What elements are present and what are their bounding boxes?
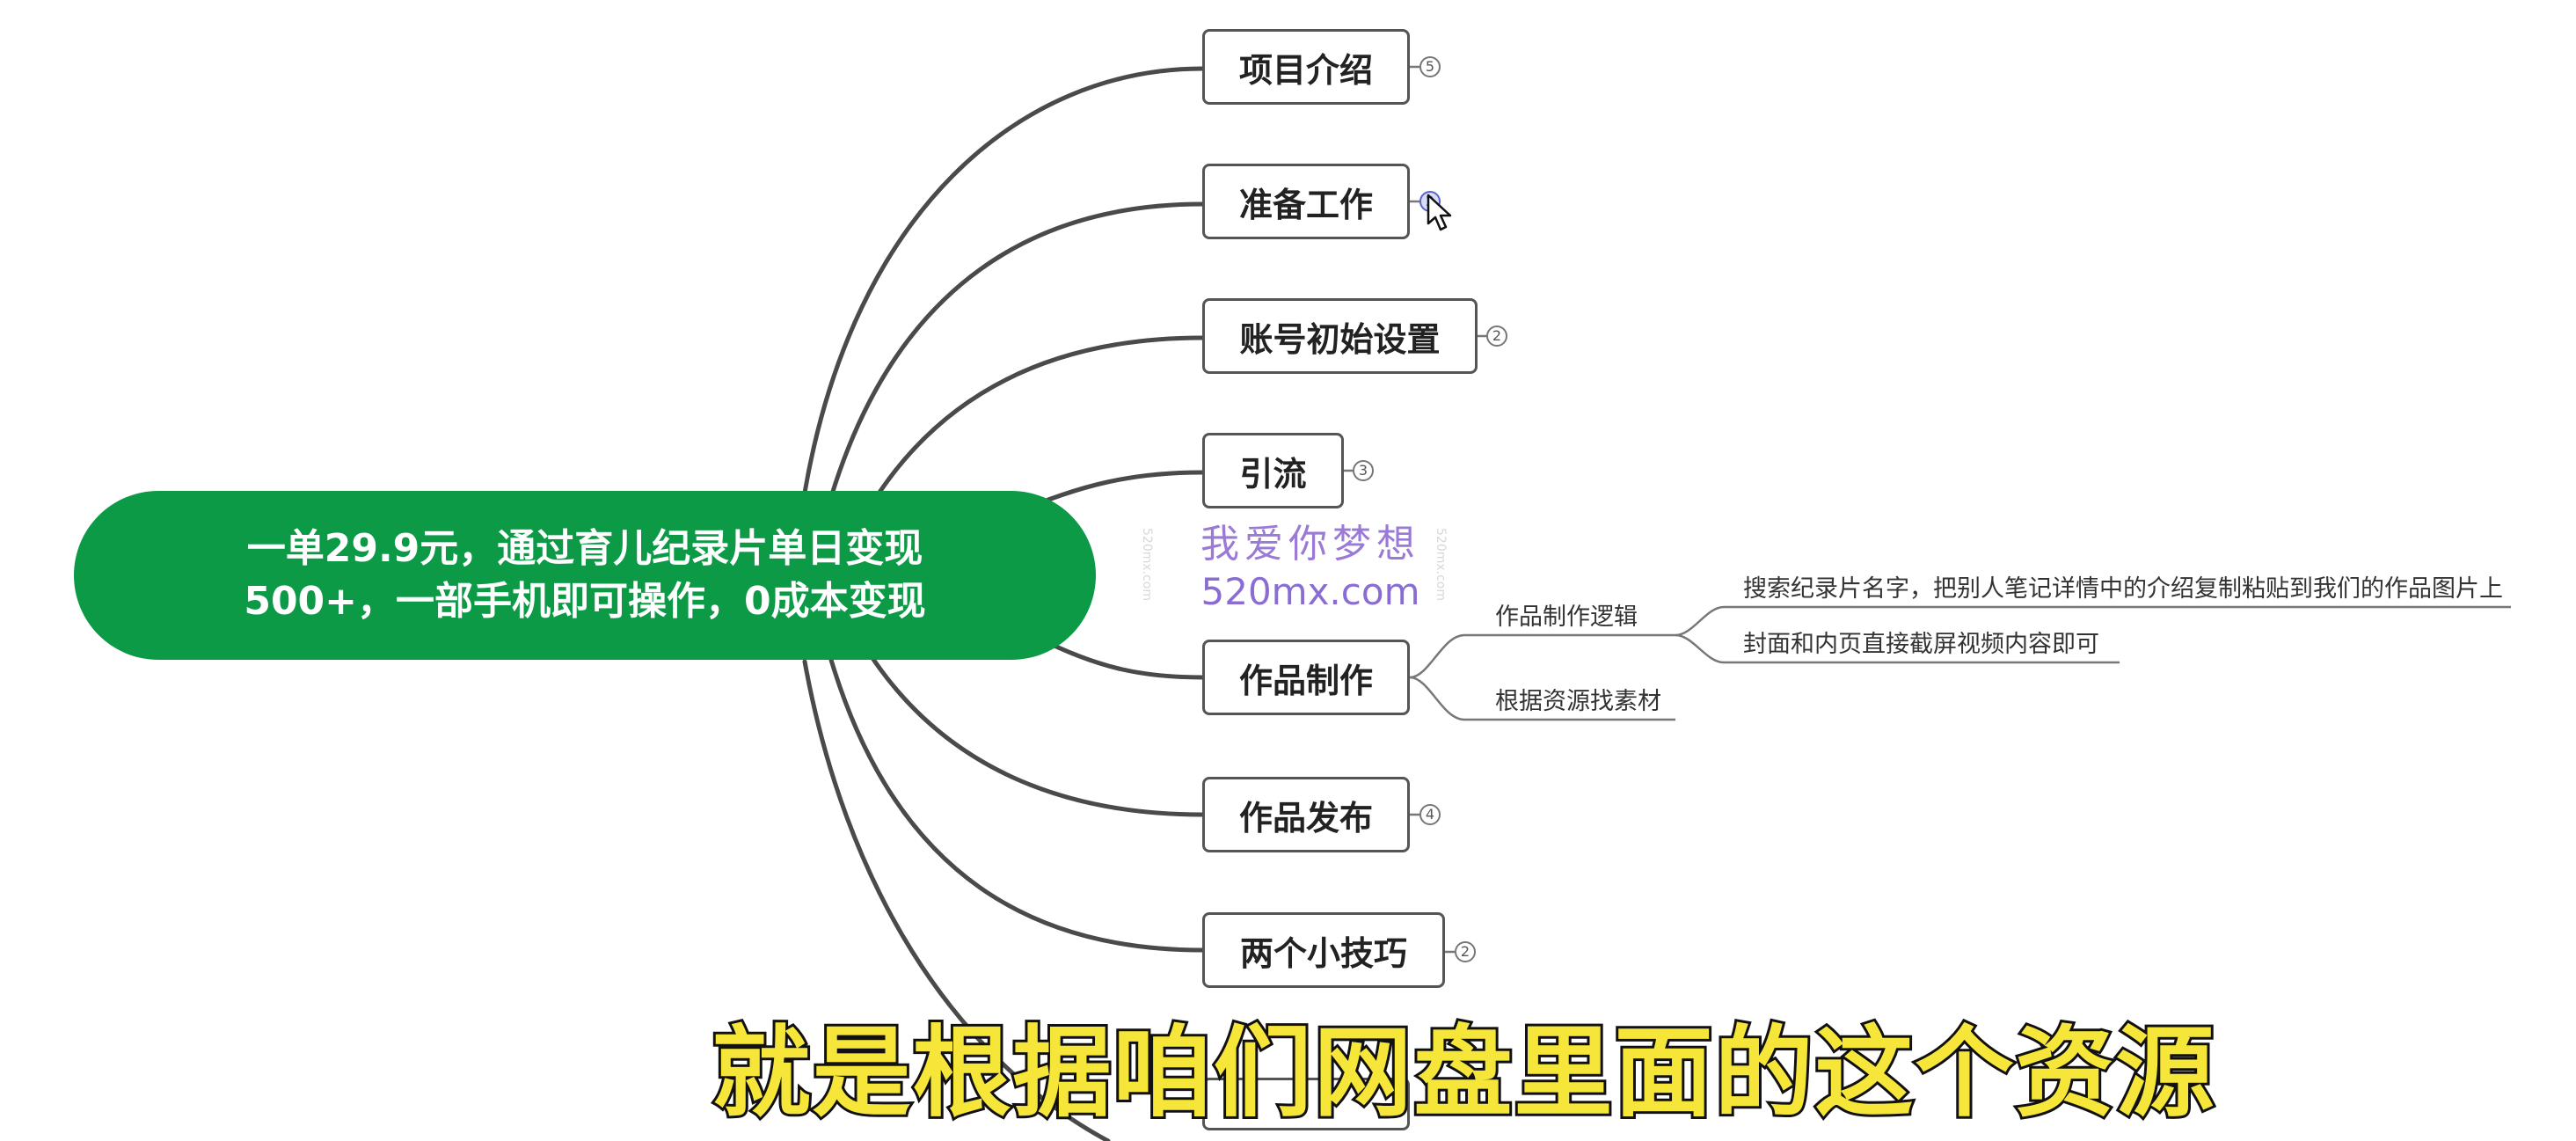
branch-node-content-publishing[interactable]: 作品发布 [1202, 777, 1410, 852]
branch-node-account-setup[interactable]: 账号初始设置 [1202, 298, 1478, 374]
branch-label: 账号初始设置 [1239, 319, 1441, 359]
subtopic-production-logic[interactable]: 作品制作逻辑 [1495, 603, 1638, 631]
watermark-chinese-text: 我爱你梦想 [1200, 522, 1420, 567]
subtitle-text: 就是根据咱们网盘里面的这个资源 [710, 1013, 2217, 1133]
branch-node-traffic[interactable]: 引流 [1202, 433, 1344, 508]
mouse-pointer-icon [1427, 194, 1452, 231]
connector-branch-7 [828, 657, 1205, 953]
branch-label: 作品制作 [1238, 661, 1373, 700]
branch-node-project-intro[interactable]: 项目介绍 [1202, 29, 1410, 105]
subtopic-find-material[interactable]: 根据资源找素材 [1495, 688, 1661, 715]
central-topic-line-2: 500+，一部手机即可操作，0成本变现 [244, 579, 926, 624]
subtopic-detail-search-copy[interactable]: 搜索纪录片名字，把别人笔记详情中的介绍复制粘贴到我们的作品图片上 [1743, 575, 2503, 603]
collapse-count-badge[interactable]: 3 [1353, 460, 1374, 481]
watermark-faint-side-text: 520mx.com [1140, 528, 1154, 601]
connector-detail-2 [1675, 633, 2120, 664]
connector-branch-8 [802, 659, 1111, 1141]
connector-branch-3 [868, 335, 1205, 508]
watermark-domain-text: 520mx.com [1200, 570, 1420, 613]
collapse-count-badge[interactable]: 2 [1486, 325, 1507, 347]
video-subtitle-caption: 就是根据咱们网盘里面的这个资源 [0, 1003, 2576, 1133]
branch-label: 项目介绍 [1238, 50, 1373, 90]
watermark: 我爱你梦想 520mx.com [1179, 521, 1442, 616]
collapse-count-badge[interactable]: 5 [1419, 56, 1441, 77]
central-topic[interactable]: 一单29.9元，通过育儿纪录片单日变现 500+，一部手机即可操作，0成本变现 [74, 491, 1096, 660]
connector-branch-2 [828, 201, 1205, 500]
connector-detail-1 [1675, 605, 2511, 637]
connector-branch-6 [868, 653, 1205, 817]
collapse-count-badge[interactable]: 4 [1419, 804, 1441, 825]
connector-branch-5 [1035, 635, 1205, 680]
branch-label: 两个小技巧 [1239, 933, 1407, 973]
connector-logic [1409, 633, 1675, 679]
branch-node-preparation[interactable]: 准备工作 [1202, 164, 1410, 239]
branch-label: 准备工作 [1238, 185, 1373, 224]
branch-node-content-production[interactable]: 作品制作 [1202, 640, 1410, 715]
branch-label: 作品发布 [1238, 798, 1373, 837]
connector-branch-1 [802, 66, 1205, 495]
subtopic-detail-screenshot[interactable]: 封面和内页直接截屏视频内容即可 [1743, 631, 2099, 658]
central-topic-line-1: 一单29.9元，通过育儿纪录片单日变现 [246, 526, 923, 571]
branch-label: 引流 [1239, 454, 1307, 494]
connector-material [1409, 676, 1675, 721]
branch-node-partially-hidden[interactable] [1202, 1078, 1410, 1130]
collapse-count-badge[interactable]: 2 [1455, 941, 1476, 962]
watermark-faint-side-text: 520mx.com [1434, 528, 1448, 601]
branch-node-two-tips[interactable]: 两个小技巧 [1202, 912, 1445, 988]
